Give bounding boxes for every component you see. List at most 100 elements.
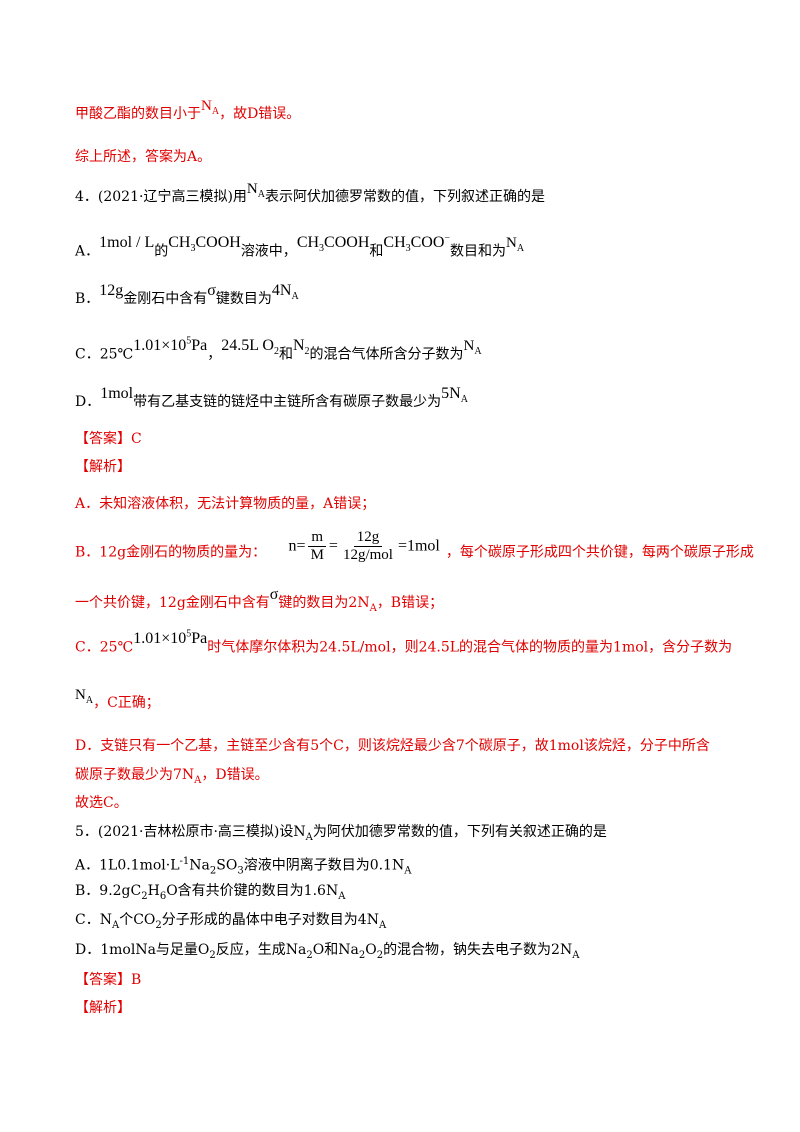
formula-na: 5NA [441,385,468,406]
formula-na: NA [247,181,265,200]
text-segment: 为阿伏加德罗常数的值，下列有关叙述正确的是 [312,824,607,840]
formula-sub: 2 [141,890,148,902]
option-label: C．25℃ [75,346,134,363]
formula-sub: A [474,346,482,358]
formula-sub: 3 [237,865,244,877]
analysis-line: A．未知溶液体积，无法计算物质的量，A错误； [75,496,376,512]
conclusion-line: 故选C。 [75,795,128,811]
text-segment: 时气体摩尔体积为24.5L/mol，则24.5L的混合气体的物质的量为1mol，… [207,639,733,656]
text-segment: 的混合气体所含分子数为 [309,346,464,363]
formula-sub: 3 [190,243,196,255]
formula-sub: A [369,602,377,614]
formula-part: 1mol / L [99,234,155,252]
text-segment: D．1molNa与足量O [75,942,210,958]
formula-sup: 5 [186,629,192,640]
text-segment: 键的数目为2N [278,595,370,611]
text-segment: B．12g金刚石的物质的量为： [75,544,267,561]
formula: CH3COO− [383,233,451,255]
formula-part: 1mol [100,385,134,402]
text-segment: C．N [75,912,112,928]
formula-part: COOH [195,234,241,252]
formula-part: 24.5L O [221,337,274,355]
formula-sub: A [257,189,265,200]
text-segment: B．9.2gC [75,883,142,899]
text-segment: 分子形成的晶体中电子对数目为4N [161,912,379,928]
fraction-numerator: m [308,529,327,547]
formula: 1.01×105Pa [133,336,208,355]
text-segment: 4．(2021·辽宁高三模拟)用 [75,189,247,205]
option-a: A．1L0.1mol·L-1Na2SO3溶液中阴离子数目为0.1NA [75,851,411,882]
option-d: D．1mol带有乙基支链的链烃中主链所含有碳原子数最少为5NA [75,385,468,419]
text-segment: 键数目为 [215,291,272,307]
formula-na: NA [463,338,482,358]
option-a: A．1mol / L的CH3COOH溶液中，CH3COOH和CH3COO−数目和… [75,233,525,269]
formula-sub: A [194,774,202,786]
formula-part: N [463,338,475,355]
equation-part: = [328,537,338,555]
formula-part: 1.01×10 [133,337,187,355]
text-segment: 和 [369,243,384,260]
text-segment: 带有乙基支链的链烃中主链所含有碳原子数最少为 [133,394,442,410]
text-segment: 数目和为 [450,243,507,260]
text-line: 综上所述，答案为A。 [75,149,212,165]
analysis-heading: 【解析】 [75,459,131,475]
option-b: B．9.2gC2H6O含有共价键的数目为1.6NA [75,880,345,908]
formula-part: 12g [99,282,124,299]
fraction-denominator: M [310,547,324,563]
text-segment: O含有共价键的数目为1.6N [166,883,339,899]
option-c: C．25℃1.01×105Pa，24.5L O2和N2的混合气体所含分子数为NA [75,336,482,372]
equation-part: n= [288,537,306,555]
text-segment: H [147,883,160,899]
formula-na: NA [201,98,220,117]
formula-sub: A [338,890,346,902]
formula-part: Pa [191,630,208,648]
text-segment: SO [216,857,238,874]
text-segment: O [365,942,377,958]
formula-sub: 2 [358,949,366,961]
formula-sub: 2 [209,949,216,961]
analysis-line: C．25℃1.01×105Pa时气体摩尔体积为24.5L/mol，则24.5L的… [75,629,733,658]
formula-part: 5N [441,385,461,402]
text-segment: 的混合物，钠失去电子数为2N [383,942,573,958]
text-segment: Na [189,857,210,874]
formula-sub: A [460,394,468,406]
formula-sub: A [516,243,525,255]
answer-line: 【答案】C [75,431,142,447]
formula-part: 4N [271,282,292,299]
text-segment: C．25℃ [75,639,134,656]
text-segment: 溶液中阴离子数目为0.1N [243,857,405,874]
option-label: B． [75,291,100,307]
formula-part: N [506,235,517,252]
formula-sub: A [211,106,220,117]
formula: CH3COOH [168,234,241,254]
text-segment: 5．(2021·吉林松原市·高三模拟)设N [75,824,306,840]
text-segment: 表示阿伏加德罗常数的值，下列叙述正确的是 [265,189,545,205]
formula-sub: 2 [209,865,217,877]
text-segment: ，故D错误。 [219,106,301,122]
text-segment: ，C正确； [93,695,160,711]
formula-part: N [292,337,305,355]
text-line: 甲酸乙酯的数目小于NA，故D错误。 [75,98,301,131]
equation-part: =1mol [397,537,440,555]
sigma-symbol: σ [269,586,279,603]
formula-sub: 3 [405,243,411,255]
formula-sub: 2 [376,949,384,961]
formula-sub: 3 [319,243,325,255]
sigma-symbol: σ [207,282,216,299]
formula: N2 [292,337,310,357]
text-segment: A．1L0.1mol·L [75,857,180,874]
formula-part: Pa [191,337,208,355]
option-b: B．12g金刚石中含有σ键数目为4NA [75,282,299,316]
text-segment: ，B错误； [376,595,444,611]
formula-sub: 2 [273,346,279,358]
formula: 24.5L O2 [221,337,279,357]
option-label: A． [75,243,100,260]
formula-sub: 2 [306,949,313,961]
formula-sup: − [444,233,451,244]
formula-na: NA [506,235,525,255]
fraction-denominator: 12g/mol [342,547,393,563]
